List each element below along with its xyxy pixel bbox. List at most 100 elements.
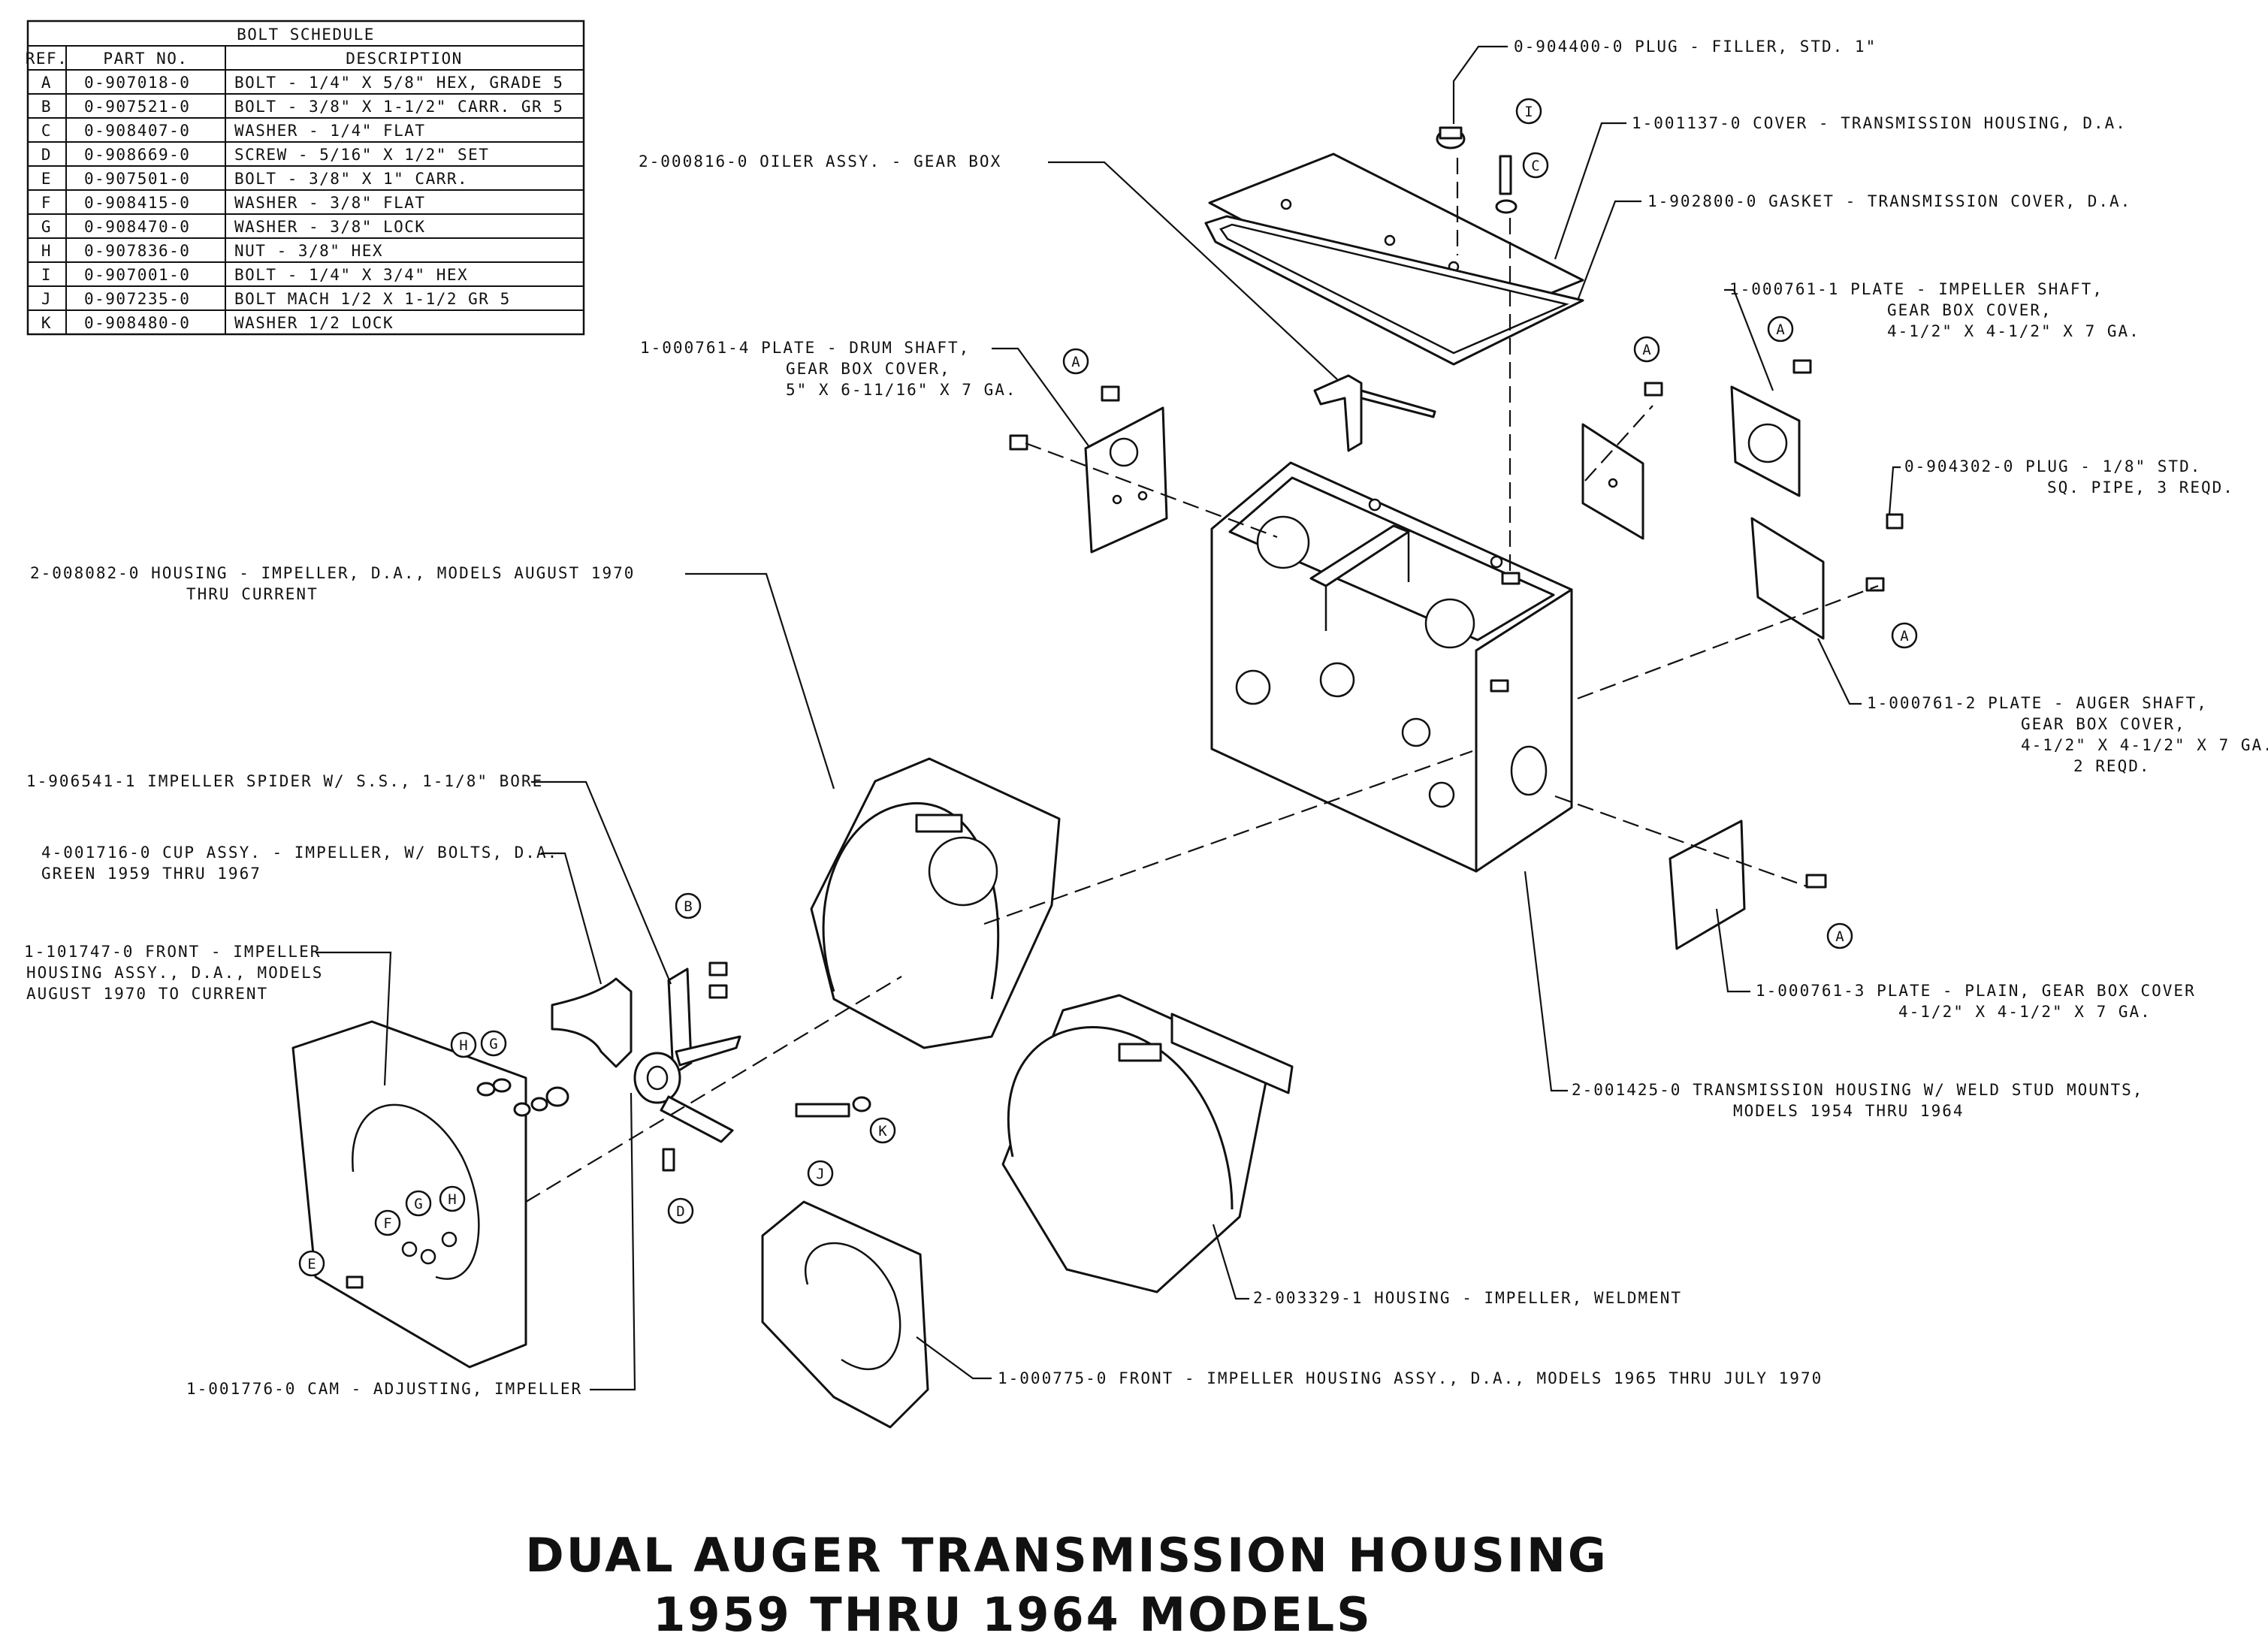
label-plate-impeller-shaft: 1-000761-1 PLATE - IMPELLER SHAFT, GEAR … (1729, 280, 2140, 340)
ref-marker-circle (1522, 152, 1549, 179)
ref-marker-letter: D (676, 1203, 684, 1220)
ref-marker-letter: I (1524, 104, 1533, 120)
table-cell-part-no: 0-907018-0 (84, 74, 190, 92)
table-cell-ref: B (41, 98, 52, 116)
ref-marker-circle (1062, 348, 1089, 375)
ref-marker-circle (1633, 336, 1660, 363)
oiler-assembly-drawing (1313, 374, 1436, 452)
label-housing-weldment: 2-003329-1 HOUSING - IMPELLER, WELDMENT (1253, 1289, 1682, 1307)
table-cell-ref: H (41, 242, 52, 260)
impeller-housing-weldment-drawing (1001, 994, 1294, 1293)
table-cell-description: BOLT - 3/8" X 1" CARR. (234, 170, 468, 188)
label-transmission-housing: 2-001425-0 TRANSMISSION HOUSING W/ WELD … (1572, 1081, 2155, 1120)
table-cell-description: SCREW - 5/16" X 1/2" SET (234, 146, 489, 164)
label-impeller-spider: 1-906541-1 IMPELLER SPIDER W/ S.S., 1-1/… (26, 772, 543, 790)
ref-marker-circle (1891, 622, 1918, 649)
ref-marker-circle (1826, 922, 1853, 949)
label-cam-adjusting: 1-001776-0 CAM - ADJUSTING, IMPELLER (186, 1380, 582, 1398)
ref-marker-letter: A (1071, 354, 1080, 370)
diagram-title-line1: DUAL AUGER TRANSMISSION HOUSING (525, 1528, 1608, 1583)
table-cell-ref: E (41, 170, 52, 188)
ref-marker-circle (480, 1030, 507, 1057)
ref-marker-circle (675, 892, 702, 919)
ref-marker-letter: G (489, 1036, 497, 1052)
table-header-description: DESCRIPTION (346, 50, 463, 68)
drum-shaft-plate-drawing (1009, 385, 1168, 554)
table-cell-ref: A (41, 74, 52, 92)
ref-marker-circle (807, 1160, 834, 1187)
table-cell-part-no: 0-907235-0 (84, 290, 190, 308)
table-frame (26, 20, 585, 336)
table-cell-part-no: 0-908480-0 (84, 314, 190, 332)
callout-leader-lines (316, 45, 1901, 1391)
ref-marker-letter: A (1835, 928, 1844, 945)
assembly-centerlines (525, 158, 1879, 1203)
ref-marker-letter: K (878, 1123, 887, 1139)
table-cell-description: BOLT - 1/4" X 5/8" HEX, GRADE 5 (234, 74, 563, 92)
table-cell-part-no: 0-908470-0 (84, 218, 190, 236)
table-cell-ref: K (41, 314, 52, 332)
table-header-part-no: PART NO. (103, 50, 188, 68)
table-cell-ref: F (41, 194, 52, 212)
table-cell-ref: J (41, 290, 52, 308)
table-cell-description: BOLT - 3/8" X 1-1/2" CARR. GR 5 (234, 98, 563, 116)
impeller-spider-cup-drawing (476, 961, 871, 1172)
ref-marker-circle (450, 1031, 477, 1058)
table-cell-description: WASHER - 3/8" FLAT (234, 194, 426, 212)
label-plate-plain: 1-000761-3 PLATE - PLAIN, GEAR BOX COVER… (1756, 982, 2206, 1021)
ref-marker-letter: G (414, 1196, 422, 1212)
table-cell-description: BOLT MACH 1/2 X 1-1/2 GR 5 (234, 290, 511, 308)
table-header-ref: REF. (26, 50, 68, 68)
ref-marker-circle (1515, 98, 1542, 125)
ref-marker-letter: H (459, 1037, 467, 1054)
ref-marker-circle (439, 1185, 466, 1212)
table-title: BOLT SCHEDULE (237, 26, 375, 44)
label-gasket: 1-902800-0 GASKET - TRANSMISSION COVER, … (1647, 192, 2131, 210)
table-cell-ref: G (41, 218, 52, 236)
table-cell-part-no: 0-907836-0 (84, 242, 190, 260)
ref-marker-letter: A (1900, 628, 1909, 644)
table-cell-ref: C (41, 122, 52, 140)
table-cell-part-no: 0-908669-0 (84, 146, 190, 164)
table-cell-part-no: 0-908415-0 (84, 194, 190, 212)
ref-marker-circle (374, 1209, 401, 1236)
label-housing-impeller-da: 2-008082-0 HOUSING - IMPELLER, D.A., MOD… (30, 564, 646, 603)
transmission-housing-drawing (1210, 461, 1573, 873)
label-plug-pipe: 0-904302-0 PLUG - 1/8" STD. SQ. PIPE, 3 … (1904, 457, 2234, 497)
diagram-title-line2: 1959 THRU 1964 MODELS (653, 1587, 1373, 1636)
table-cell-description: BOLT - 1/4" X 3/4" HEX (234, 266, 468, 284)
table-cell-ref: D (41, 146, 52, 164)
label-oiler-assy: 2-000816-0 OILER ASSY. - GEAR BOX (639, 152, 1001, 171)
table-cell-description: WASHER 1/2 LOCK (234, 314, 394, 332)
table-cell-part-no: 0-907521-0 (84, 98, 190, 116)
table-cell-description: WASHER - 1/4" FLAT (234, 122, 426, 140)
table-cell-description: NUT - 3/8" HEX (234, 242, 383, 260)
table-cell-description: WASHER - 3/8" LOCK (234, 218, 426, 236)
label-front-impeller-housing-1970: 1-101747-0 FRONT - IMPELLER HOUSING ASSY… (24, 943, 334, 1003)
ref-marker-circle (869, 1117, 896, 1144)
ref-marker-circle (667, 1197, 694, 1224)
ref-marker-letter: E (307, 1256, 316, 1272)
table-cell-part-no: 0-907001-0 (84, 266, 190, 284)
side-plates-drawing (1581, 359, 1904, 950)
ref-marker-circle (298, 1250, 325, 1277)
label-front-impeller-housing-1965: 1-000775-0 FRONT - IMPELLER HOUSING ASSY… (998, 1369, 1823, 1387)
ref-marker-letter: A (1776, 321, 1785, 338)
bolt-schedule-table: BOLT SCHEDULE REF. PART NO. DESCRIPTION … (26, 20, 585, 336)
ref-marker-letter: A (1642, 342, 1651, 358)
label-plate-auger-shaft: 1-000761-2 PLATE - AUGER SHAFT, GEAR BOX… (1867, 694, 2268, 775)
ref-marker-letter: F (383, 1215, 391, 1232)
ref-marker-letter: J (816, 1166, 824, 1182)
impeller-housing-da-drawing (810, 757, 1061, 1049)
ref-marker-letter: H (448, 1191, 456, 1208)
front-impeller-housing-1965-drawing (761, 1200, 929, 1429)
callout-labels: 0-904400-0 PLUG - FILLER, STD. 1" 1-0011… (24, 38, 2268, 1398)
table-cell-ref: I (41, 266, 52, 284)
table-cell-part-no: 0-908407-0 (84, 122, 190, 140)
filler-plug-drawing (1436, 126, 1518, 214)
ref-marker-circle (405, 1190, 432, 1217)
label-plug-filler: 0-904400-0 PLUG - FILLER, STD. 1" (1514, 38, 1877, 56)
